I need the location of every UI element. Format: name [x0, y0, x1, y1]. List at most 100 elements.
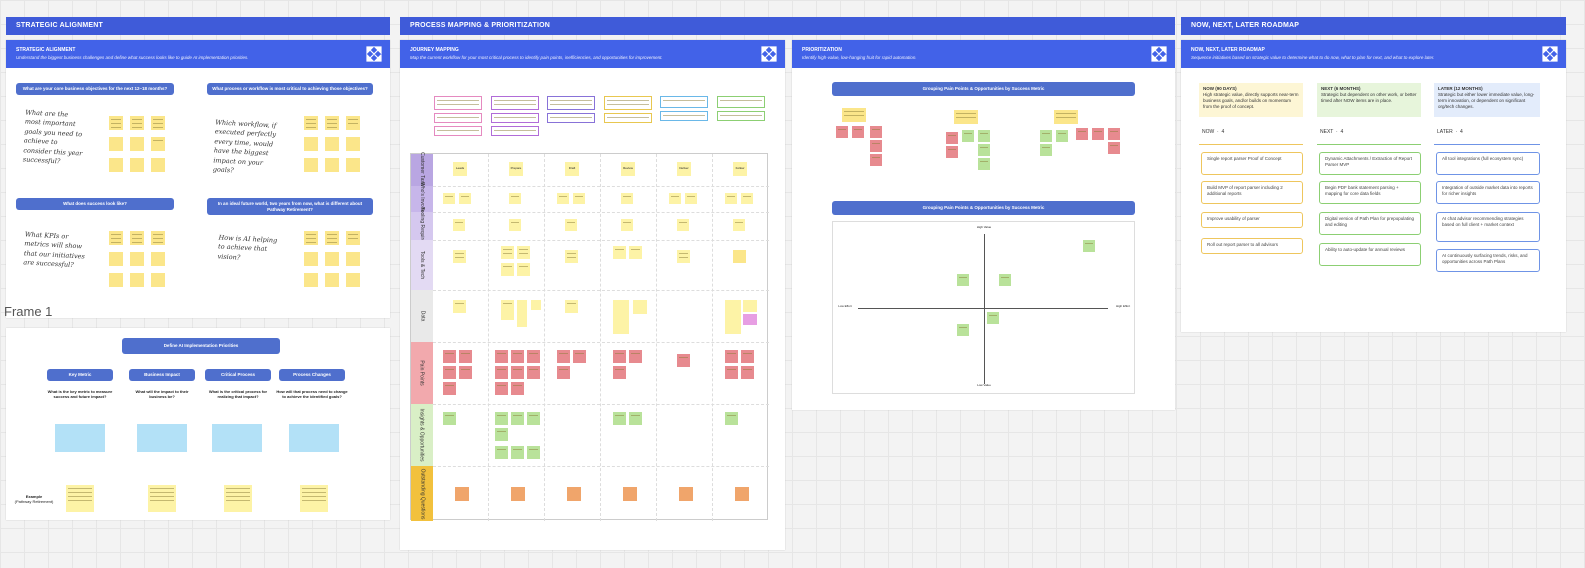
sticky-note[interactable]	[573, 350, 586, 363]
sticky-note[interactable]	[1040, 130, 1052, 142]
sticky-note[interactable]	[741, 350, 754, 363]
sticky-note[interactable]	[741, 366, 754, 379]
sticky-note[interactable]	[325, 231, 339, 245]
sticky-note[interactable]	[443, 382, 456, 395]
sticky-note[interactable]	[511, 350, 524, 363]
sticky-note[interactable]	[743, 314, 757, 325]
sticky-note[interactable]	[517, 300, 527, 327]
roadmap-card-next[interactable]: Digital version of Path Plan for prepopu…	[1319, 212, 1421, 235]
sticky-note[interactable]	[527, 350, 540, 363]
sticky-note[interactable]	[1083, 240, 1095, 252]
sticky-note[interactable]	[434, 113, 482, 123]
sticky-note[interactable]	[130, 231, 144, 245]
sticky-note[interactable]	[346, 231, 360, 245]
sticky-note[interactable]	[621, 219, 633, 231]
sticky-note[interactable]	[629, 412, 642, 425]
sticky-note[interactable]	[1054, 110, 1078, 124]
sticky-note[interactable]	[957, 324, 969, 336]
sticky-note[interactable]	[495, 350, 508, 363]
sticky-note[interactable]	[109, 116, 123, 130]
sticky-note[interactable]	[946, 146, 958, 158]
sticky-note[interactable]	[733, 219, 745, 231]
task-sticky[interactable]: Follow	[733, 162, 747, 176]
sticky-note[interactable]	[946, 132, 958, 144]
sticky-note[interactable]	[613, 366, 626, 379]
sticky-note[interactable]	[151, 116, 165, 130]
sticky-note[interactable]	[660, 96, 708, 108]
sticky-note[interactable]	[725, 193, 737, 204]
task-sticky[interactable]: Deliver	[677, 162, 691, 176]
sticky-note[interactable]	[957, 274, 969, 286]
sticky-note[interactable]	[443, 412, 456, 425]
sticky-note[interactable]	[325, 158, 339, 172]
sticky-note[interactable]	[613, 350, 626, 363]
sticky-note[interactable]	[978, 130, 990, 142]
sticky-note[interactable]	[304, 252, 318, 266]
sticky-note[interactable]	[557, 350, 570, 363]
sticky-note[interactable]	[459, 366, 472, 379]
sticky-note[interactable]	[130, 158, 144, 172]
sticky-note[interactable]	[677, 250, 690, 263]
sticky-note[interactable]	[842, 108, 866, 122]
sticky-note[interactable]	[151, 158, 165, 172]
sticky-note[interactable]	[870, 140, 882, 152]
sticky-note[interactable]	[962, 130, 974, 142]
sticky-note[interactable]	[495, 446, 508, 459]
sticky-note[interactable]	[304, 273, 318, 287]
roadmap-card-now[interactable]: Improve usability of parser	[1201, 212, 1303, 228]
sticky-note[interactable]	[443, 193, 455, 204]
journey-mapping-frame[interactable]: JOURNEY MAPPING Map the current workflow…	[400, 40, 785, 550]
sticky-note[interactable]	[725, 412, 738, 425]
sticky-note[interactable]	[741, 193, 753, 204]
sticky-note[interactable]	[725, 350, 738, 363]
sticky-note[interactable]	[109, 252, 123, 266]
sticky-note[interactable]	[836, 126, 848, 138]
sticky-note[interactable]	[725, 366, 738, 379]
sticky-note[interactable]	[547, 96, 595, 110]
sticky-note[interactable]	[151, 273, 165, 287]
sticky-note[interactable]	[685, 193, 697, 204]
sticky-note[interactable]	[677, 354, 690, 367]
sticky-note[interactable]	[151, 137, 165, 151]
sticky-note[interactable]	[557, 193, 569, 204]
sticky-note[interactable]	[621, 193, 633, 204]
sticky-note[interactable]	[495, 366, 508, 379]
sticky-note[interactable]	[557, 366, 570, 379]
sticky-note[interactable]	[453, 300, 466, 313]
sticky-note[interactable]	[304, 231, 318, 245]
sticky-note[interactable]	[491, 126, 539, 136]
sticky-note[interactable]	[978, 158, 990, 170]
sticky-note[interactable]	[527, 366, 540, 379]
sticky-note[interactable]	[1108, 128, 1120, 140]
sticky-note[interactable]	[531, 300, 541, 310]
sticky-note[interactable]	[517, 263, 530, 276]
task-sticky[interactable]: Draft	[565, 162, 579, 176]
sticky-note[interactable]	[1092, 128, 1104, 140]
sticky-note[interactable]	[459, 193, 471, 204]
sticky-note[interactable]	[954, 110, 978, 124]
section-bar-roadmap[interactable]: NOW, NEXT, LATER ROADMAP	[1181, 17, 1566, 35]
sticky-note[interactable]	[623, 487, 637, 501]
sticky-note[interactable]	[660, 111, 708, 121]
example-sticky[interactable]	[66, 485, 94, 512]
roadmap-card-later[interactable]: All tool integrations (full ecosystem sy…	[1436, 152, 1540, 175]
sticky-note[interactable]	[151, 231, 165, 245]
task-sticky[interactable]: Leads	[453, 162, 467, 176]
sticky-note[interactable]	[527, 446, 540, 459]
sticky-note[interactable]	[1076, 128, 1088, 140]
sticky-note[interactable]	[604, 96, 652, 110]
blank-card[interactable]	[55, 424, 105, 452]
sticky-note[interactable]	[495, 428, 508, 441]
sticky-note[interactable]	[346, 158, 360, 172]
sticky-note[interactable]	[547, 113, 595, 123]
sticky-note[interactable]	[325, 137, 339, 151]
sticky-note[interactable]	[459, 350, 472, 363]
prioritization-frame[interactable]: PRIORITIZATION Identify high-value, low-…	[792, 40, 1175, 410]
roadmap-frame[interactable]: NOW, NEXT, LATER ROADMAP Sequence initia…	[1181, 40, 1566, 332]
sticky-note[interactable]	[511, 487, 525, 501]
sticky-note[interactable]	[511, 412, 524, 425]
example-sticky[interactable]	[148, 485, 176, 512]
roadmap-card-next[interactable]: Dynamic Attachments / Extraction of Repo…	[1319, 152, 1421, 175]
sticky-note[interactable]	[735, 487, 749, 501]
sticky-note[interactable]	[567, 487, 581, 501]
